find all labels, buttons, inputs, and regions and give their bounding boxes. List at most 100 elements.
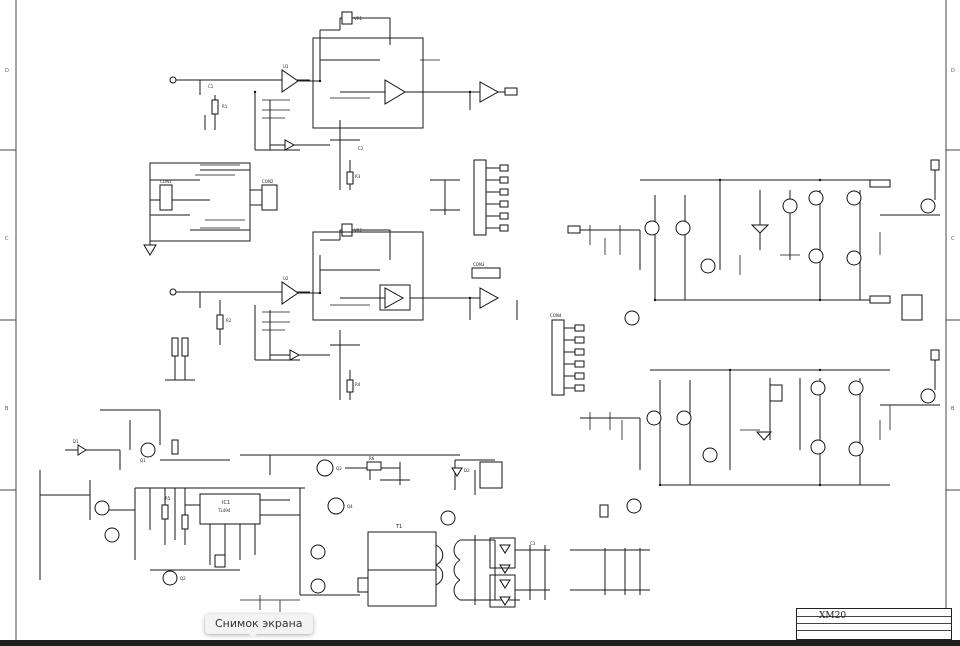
- title-block-title: XM20: [819, 611, 847, 621]
- transistor-q1: [140, 442, 156, 458]
- resistor: [181, 514, 189, 530]
- resistor-label: R5: [165, 496, 171, 501]
- diode: [499, 579, 511, 589]
- transistor: [104, 527, 120, 543]
- transistor-label: Q3: [336, 466, 342, 471]
- resistor-label: R1: [222, 104, 228, 109]
- pot-label: VR1: [354, 16, 363, 21]
- connector-label: CON3: [473, 262, 485, 267]
- transistor-label: Q4: [347, 504, 353, 509]
- terminal-block: [473, 159, 487, 236]
- transistor: [848, 380, 864, 396]
- resistor: [346, 379, 354, 393]
- ic1-tl494: [199, 493, 261, 525]
- tone-stack-box: [312, 231, 424, 321]
- transistor: [644, 220, 660, 236]
- transistor: [624, 310, 640, 326]
- capacitor-label: C1: [208, 84, 214, 89]
- power-amp-channel-2: [580, 349, 940, 518]
- transistor: [782, 198, 798, 214]
- preamp-channel-2: U2 VR2 CON3: [169, 223, 518, 400]
- zone-label: C: [951, 236, 955, 242]
- transistor: [702, 447, 718, 463]
- rectifier-bridge: [489, 574, 516, 608]
- opamp-u1b: [384, 79, 406, 105]
- zone-label: B: [5, 406, 9, 412]
- ic1-label: IC1: [222, 500, 230, 506]
- terminal-strip-1: [430, 159, 509, 236]
- smps-controller: IC1 TL494 Q2 Q3 Q4: [39, 454, 460, 596]
- transistor: [846, 250, 862, 266]
- input-terminal: [567, 225, 581, 234]
- mosfet: [440, 510, 456, 526]
- diode: [499, 564, 511, 574]
- diode: [284, 139, 296, 151]
- resistor-label: R2: [226, 318, 232, 323]
- resistor-label: R6: [369, 456, 375, 461]
- bias-network-1: CON1 CON2: [143, 162, 278, 256]
- relay: [214, 554, 226, 568]
- capacitor-label: C2: [358, 146, 364, 151]
- opamp-output-1: [479, 81, 500, 103]
- transistor-label: Q1: [140, 458, 146, 463]
- transformer-t1: [367, 531, 437, 607]
- opamp-label: U2: [283, 276, 289, 281]
- transformer-section: T1 D2: [367, 459, 650, 608]
- screenshot-tooltip: Снимок экрана: [205, 614, 313, 634]
- transistor: [920, 198, 936, 214]
- transistor: [808, 248, 824, 264]
- transistor: [810, 439, 826, 455]
- diode-d2: [451, 467, 463, 477]
- resistor: [346, 171, 354, 185]
- output-connector-1: [504, 87, 518, 96]
- pot-vr1: [341, 11, 353, 25]
- resistor-label: R4: [355, 382, 361, 387]
- tooltip-arrow: [248, 633, 258, 638]
- fuse: [930, 159, 940, 171]
- ic1-part: TL494: [217, 508, 231, 513]
- mosfet: [310, 578, 326, 594]
- power-amp-channel-1: [567, 159, 940, 326]
- transistor: [920, 388, 936, 404]
- resistor: [211, 99, 219, 115]
- transistor: [626, 498, 642, 514]
- transistor-label: Q2: [180, 576, 186, 581]
- pot-label: VR2: [354, 228, 363, 233]
- capacitor-label: C3: [530, 541, 536, 546]
- viewer-bottom-bar: [0, 640, 960, 646]
- opamp-u2b: [384, 287, 405, 309]
- output-terminal: [869, 179, 891, 188]
- diode: [499, 596, 511, 606]
- connector-con1: [159, 184, 173, 211]
- resistor-label: R3: [355, 174, 361, 179]
- diode: [750, 224, 770, 234]
- connector-con3: [471, 267, 501, 279]
- resistor: [216, 314, 224, 330]
- diode-label: D2: [464, 468, 470, 473]
- zone-label: C: [5, 236, 9, 242]
- title-block: XM20: [796, 608, 952, 640]
- input-jack-2: [169, 288, 177, 296]
- connector-con4: [551, 319, 565, 396]
- connector: [479, 461, 503, 489]
- speaker-connector: [901, 294, 923, 321]
- diode-d1: [77, 444, 87, 456]
- transistor: [646, 410, 662, 426]
- transistor-q3: [316, 459, 334, 477]
- connector-label: CON1: [160, 179, 172, 184]
- output-terminal: [869, 295, 891, 304]
- mosfet-device: [357, 577, 369, 593]
- diode-label: D1: [73, 439, 79, 444]
- opamp-output-2: [479, 287, 500, 309]
- opamp-u2a: [281, 281, 299, 305]
- connector-con2: [261, 184, 278, 211]
- connector-pin: [171, 337, 179, 357]
- mosfet: [310, 544, 326, 560]
- transformer-label: T1: [395, 524, 402, 530]
- diode: [755, 431, 773, 441]
- fuse: [930, 349, 940, 361]
- connector-pin: [181, 337, 189, 357]
- transistor: [846, 190, 862, 206]
